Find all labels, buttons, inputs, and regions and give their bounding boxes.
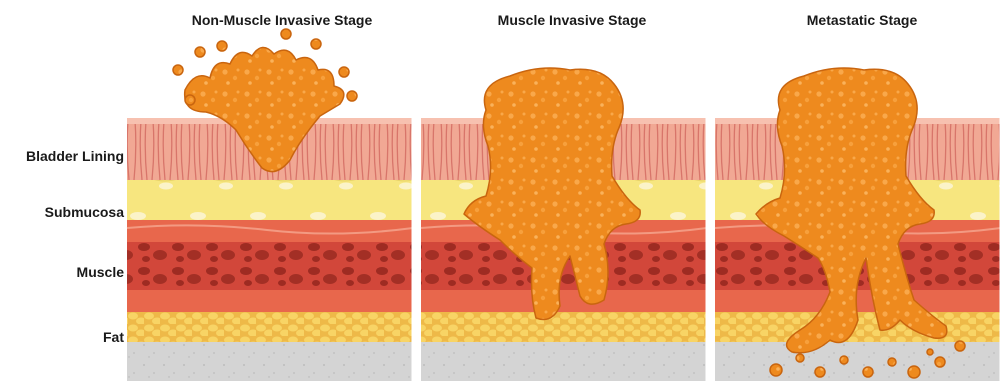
submucosa-layer <box>127 180 413 220</box>
connective-tissue-layer <box>127 342 413 381</box>
muscle-band-layer-lower <box>715 290 1001 312</box>
metastatic-cell <box>815 367 825 377</box>
metastatic-cell <box>935 357 945 367</box>
connective-tissue-layer <box>421 342 707 381</box>
metastatic-cell <box>840 356 848 364</box>
tumor-branch-tip <box>347 91 357 101</box>
metastatic-cell <box>796 354 804 362</box>
metastatic-cell <box>770 364 782 376</box>
tumor-branch-tip <box>195 47 205 57</box>
muscle-layer <box>127 242 413 290</box>
muscle-band-layer-lower <box>421 290 707 312</box>
muscle-band-layer-lower <box>127 290 413 312</box>
tumor-branch-tip <box>281 29 291 39</box>
metastatic-cell <box>888 358 896 366</box>
fat-layer <box>421 312 707 342</box>
metastatic-cell <box>908 366 920 378</box>
metastatic-cell <box>955 341 965 351</box>
metastatic-cell <box>863 367 873 377</box>
fat-layer <box>127 312 413 342</box>
tumor-branch-tip <box>217 41 227 51</box>
metastatic-cell <box>927 349 933 355</box>
tumor-branch-tip <box>311 39 321 49</box>
tumor-branch-tip <box>185 95 195 105</box>
tumor-branch-tip <box>339 67 349 77</box>
tumor-branch-tip <box>173 65 183 75</box>
